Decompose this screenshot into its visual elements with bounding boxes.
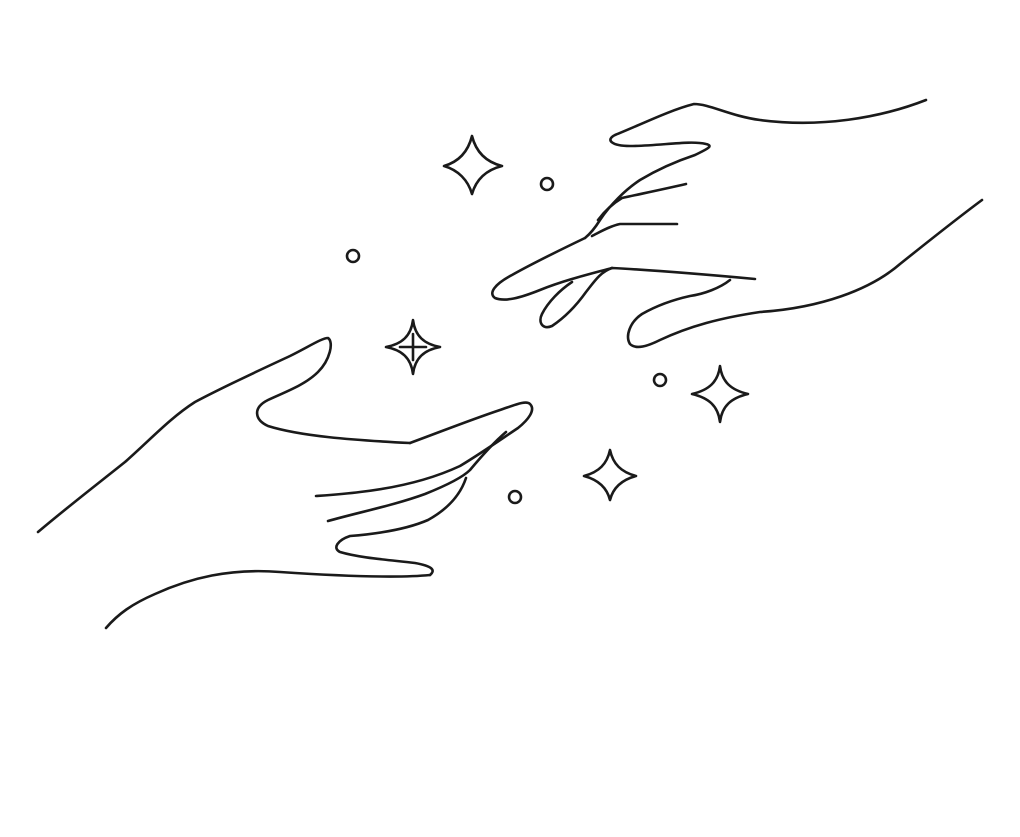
lower-left-hand xyxy=(36,336,534,630)
dot-icon xyxy=(345,248,361,264)
sparkle-icon xyxy=(398,332,428,362)
sparkles xyxy=(384,134,750,502)
upper-hand-finger-line-1 xyxy=(596,182,688,222)
sparkle-icon xyxy=(442,134,504,196)
lower-hand-top-contour xyxy=(36,336,412,534)
dot-icon xyxy=(539,176,555,192)
upper-right-hand xyxy=(491,98,984,349)
upper-hand-index-finger xyxy=(491,236,757,301)
upper-hand-finger-line-2 xyxy=(590,222,679,238)
lower-hand-curled-finger xyxy=(335,476,468,577)
sparkle-icon xyxy=(582,448,638,502)
upper-hand-bent-finger xyxy=(539,266,614,329)
lower-hand-index-finger xyxy=(314,401,534,498)
dot-icon xyxy=(652,372,668,388)
lower-hand-finger-line xyxy=(326,430,508,523)
sparkle-icon xyxy=(384,318,442,376)
sparkle-icon xyxy=(690,364,750,424)
upper-hand-thumb xyxy=(626,198,984,349)
dots xyxy=(345,176,668,505)
lower-hand-bottom-contour xyxy=(104,569,432,630)
upper-hand-top-contour xyxy=(583,98,928,240)
dot-icon xyxy=(507,489,523,505)
